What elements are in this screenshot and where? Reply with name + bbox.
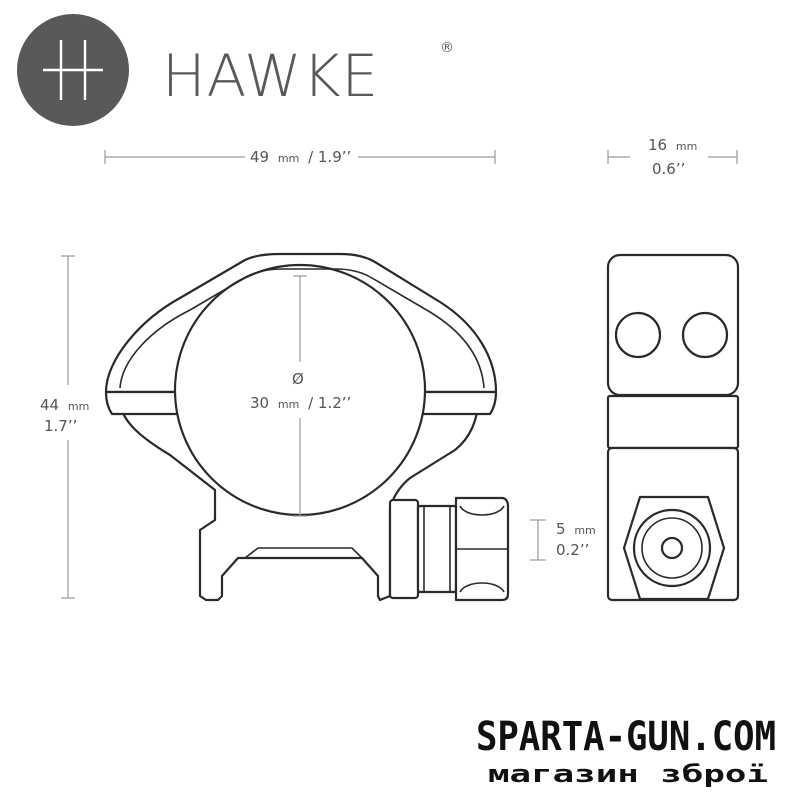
bolt-dimension: 5 mm 0.2’’ — [530, 519, 596, 561]
width-label: 16 mm — [648, 136, 697, 154]
cap-screw-left-icon — [614, 311, 662, 359]
diameter-label: 30 mm / 1.2’’ — [250, 394, 351, 412]
ring-front-view: Ø 30 mm / 1.2’’ — [104, 252, 510, 602]
bolt-label-in: 0.2’’ — [556, 541, 589, 559]
height-label: 44 mm — [40, 396, 89, 414]
side-split-band — [606, 394, 740, 450]
clamp-bolt-side — [388, 496, 510, 602]
hawke-logo: HAWKE ® — [17, 14, 454, 126]
watermark-site: SPARTA-GUN.COM — [476, 714, 776, 760]
store-watermark: SPARTA-GUN.COM магазин зброї — [476, 714, 776, 788]
length-label: 49 mm / 1.9’’ — [250, 148, 351, 166]
brand-name: HAWKE — [162, 42, 379, 110]
width-dimension: 16 mm 0.6’’ — [607, 136, 738, 178]
height-label-in: 1.7’’ — [44, 417, 77, 435]
watermark-tagline: магазин зброї — [488, 760, 768, 788]
cap-inner-contour — [119, 268, 485, 389]
registered-mark: ® — [440, 40, 454, 56]
logo-cross-h-mark-icon — [43, 40, 103, 100]
ring-side-view — [606, 253, 740, 602]
cap-screw-right-icon — [681, 311, 729, 359]
bolt-label: 5 mm — [556, 520, 596, 538]
diameter-symbol: Ø — [292, 370, 304, 388]
rail-clamp-groove — [244, 547, 363, 559]
length-dimension: 49 mm / 1.9’’ — [104, 148, 496, 166]
bolt-end — [660, 536, 684, 560]
width-label-in: 0.6’’ — [652, 160, 685, 178]
height-dimension: 44 mm 1.7’’ — [40, 255, 89, 599]
